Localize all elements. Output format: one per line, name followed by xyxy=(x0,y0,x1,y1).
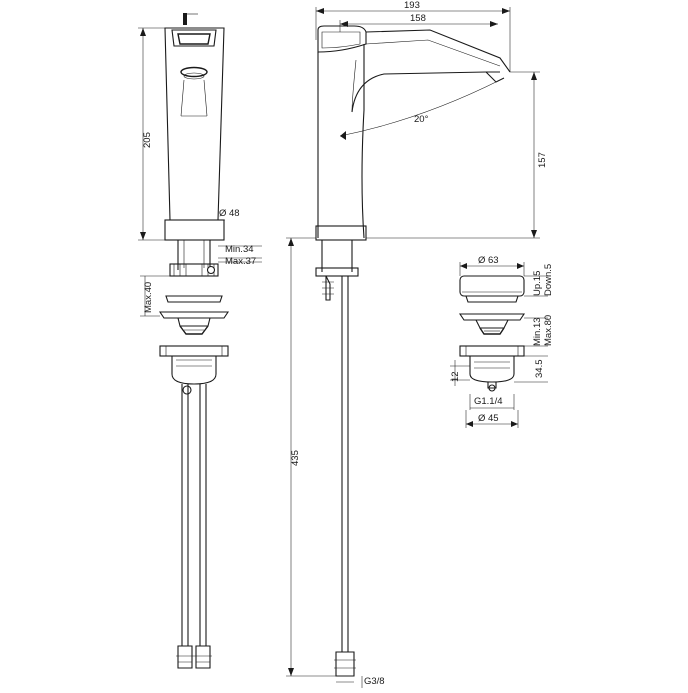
side-handle xyxy=(317,25,367,53)
dim-g38: G3/8 xyxy=(364,676,385,687)
dim-34-5: 34.5 xyxy=(534,360,545,379)
waste-nut xyxy=(459,345,525,357)
waste-detail: Ø 63 Up.15 Down.5 Min.13 Max.80 34.5 12 xyxy=(450,255,554,428)
side-view: 193 158 20° 157 xyxy=(286,0,548,688)
waste-flange xyxy=(458,313,526,321)
front-waste-body xyxy=(171,356,217,385)
waste-plug xyxy=(459,275,525,297)
side-hose xyxy=(341,276,349,652)
side-fixing-nut xyxy=(315,267,359,277)
side-spout-top xyxy=(365,29,511,73)
dim-g114: G1.1/4 xyxy=(474,396,503,407)
side-spout-bottom xyxy=(351,71,500,113)
front-base xyxy=(164,219,225,241)
dim-d63: Ø 63 xyxy=(478,255,499,266)
dim-435: 435 xyxy=(290,450,301,466)
side-body xyxy=(317,44,365,239)
front-hose-right xyxy=(199,384,207,646)
dim-12: 12 xyxy=(450,371,461,382)
dim-d48: Ø 48 xyxy=(219,208,240,219)
dim-max80: Max.80 xyxy=(543,315,554,346)
dim-205: 205 xyxy=(142,132,153,148)
front-waste-flange xyxy=(165,295,223,303)
front-lever-mark xyxy=(183,13,187,25)
front-fixing-nut xyxy=(169,263,219,277)
front-aerator xyxy=(180,66,208,78)
dim-max40: Max.40 xyxy=(143,282,154,313)
dim-max37: Max.37 xyxy=(225,256,256,267)
dim-min34: Min.34 xyxy=(225,244,254,255)
dim-157: 157 xyxy=(537,152,548,168)
dim-up15: Up.15 xyxy=(532,271,543,296)
dim-193: 193 xyxy=(404,0,420,11)
side-base xyxy=(315,225,367,241)
front-waste-nut xyxy=(159,345,229,357)
waste-body xyxy=(469,356,515,383)
front-view: 205 Ø 48 Min.34 Max.37 Max.40 xyxy=(138,13,262,669)
dim-d45: Ø 45 xyxy=(478,413,499,424)
front-hose-left xyxy=(181,384,189,646)
dim-down5: Down.5 xyxy=(543,264,554,296)
front-handle xyxy=(171,29,217,47)
dim-angle: 20° xyxy=(414,114,429,125)
front-body xyxy=(164,27,225,221)
dim-158: 158 xyxy=(410,13,426,24)
angle-arc xyxy=(339,79,501,137)
dim-min13: Min.13 xyxy=(532,317,543,346)
